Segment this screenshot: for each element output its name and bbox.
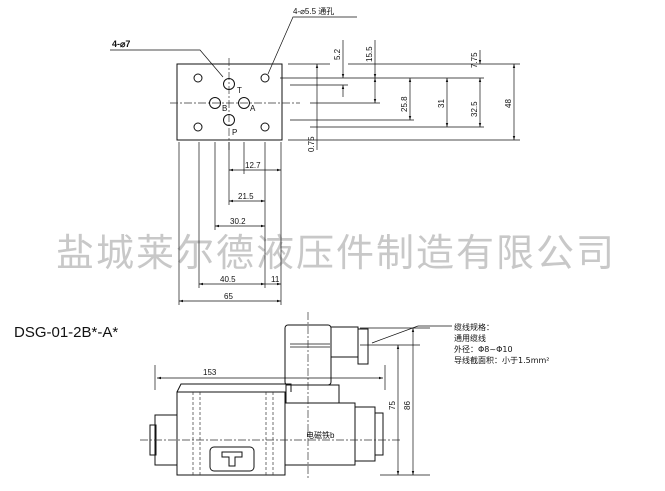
coil-label: 电磁铁b [306, 430, 335, 440]
ports [209, 78, 250, 126]
dim-15-5: 15.5 [365, 46, 374, 62]
mount-holes [193, 73, 270, 132]
cable-note-line: 导线截面积：小于1.5mm² [454, 356, 550, 365]
dim-11: 11 [271, 275, 280, 284]
dim-75: 75 [388, 401, 397, 410]
cable-note-line: 外径：Φ8~Φ10 [454, 345, 513, 354]
dim-30-2: 30.2 [230, 217, 246, 226]
cable-note-line: 通用缆线 [454, 334, 486, 343]
watermark: 盐城莱尔德液压件制造有限公司 [56, 231, 617, 275]
dim-65: 65 [224, 292, 233, 301]
port-a-label: A [250, 104, 256, 113]
dim-86: 86 [403, 401, 412, 410]
dim-31: 31 [437, 99, 446, 108]
callout-4-phi5-5: 4-⌀5.5 通孔 [293, 6, 334, 16]
dim-12-7: 12.7 [245, 161, 261, 170]
dim-40-5: 40.5 [220, 275, 236, 284]
dim-32-5: 32.5 [470, 101, 479, 117]
dim-25-8: 25.8 [400, 96, 409, 112]
mounting-plate-top-view: T B A P 4-⌀7 4-⌀5.5 通孔 12.7 21.5 30.2 40… [110, 6, 520, 305]
dim-21-5: 21.5 [238, 192, 254, 201]
dim-5-2: 5.2 [333, 48, 342, 60]
callout-4-phi7: 4-⌀7 [112, 39, 130, 49]
dim-7-75: 7.75 [470, 52, 479, 68]
cable-spec-note: 缆线规格： 通用缆线 外径：Φ8~Φ10 导线截面积：小于1.5mm² [454, 322, 550, 366]
dim-0-75: 0.75 [307, 136, 316, 152]
dim-153: 153 [203, 368, 217, 377]
port-b-label: B [222, 104, 227, 113]
port-p-label: P [232, 128, 237, 137]
model-number: DSG-01-2B*-A* [14, 324, 119, 341]
cable-note-line: 缆线规格： [454, 323, 494, 332]
dim-48: 48 [504, 99, 513, 108]
port-t-label: T [237, 86, 242, 95]
solenoid-valve-side-view: 电磁铁b 153 75 86 [140, 312, 452, 480]
